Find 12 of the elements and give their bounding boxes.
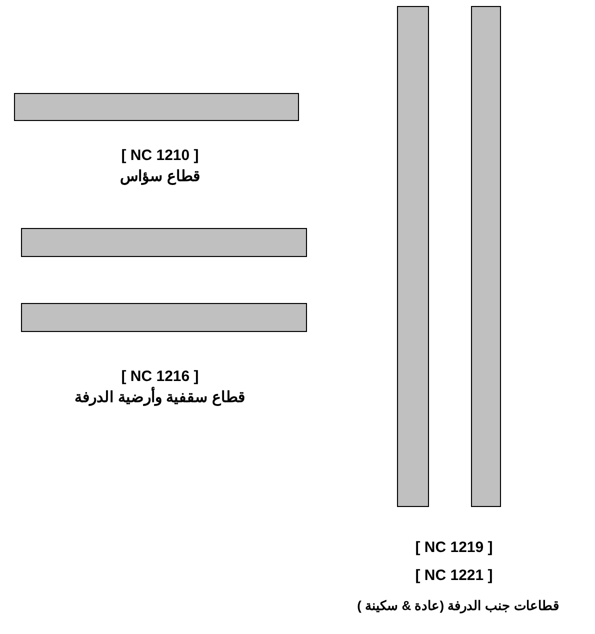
part-label: قطاعات جنب الدرفة (عادة & سكينة ): [357, 597, 559, 616]
profile-bar: [21, 303, 307, 332]
part-label: [ NC 1210 ]: [121, 146, 199, 166]
profile-bar: [471, 6, 501, 507]
part-label: [ NC 1219 ]: [415, 538, 493, 558]
profile-bar: [14, 93, 299, 121]
part-label: [ NC 1221 ]: [415, 566, 493, 586]
profile-bar: [21, 228, 307, 257]
profile-bar: [397, 6, 429, 507]
part-label: قطاع سؤاس: [120, 167, 200, 187]
part-label: [ NC 1216 ]: [121, 367, 199, 386]
part-label: قطاع سقفية وأرضية الدرفة: [74, 388, 246, 408]
